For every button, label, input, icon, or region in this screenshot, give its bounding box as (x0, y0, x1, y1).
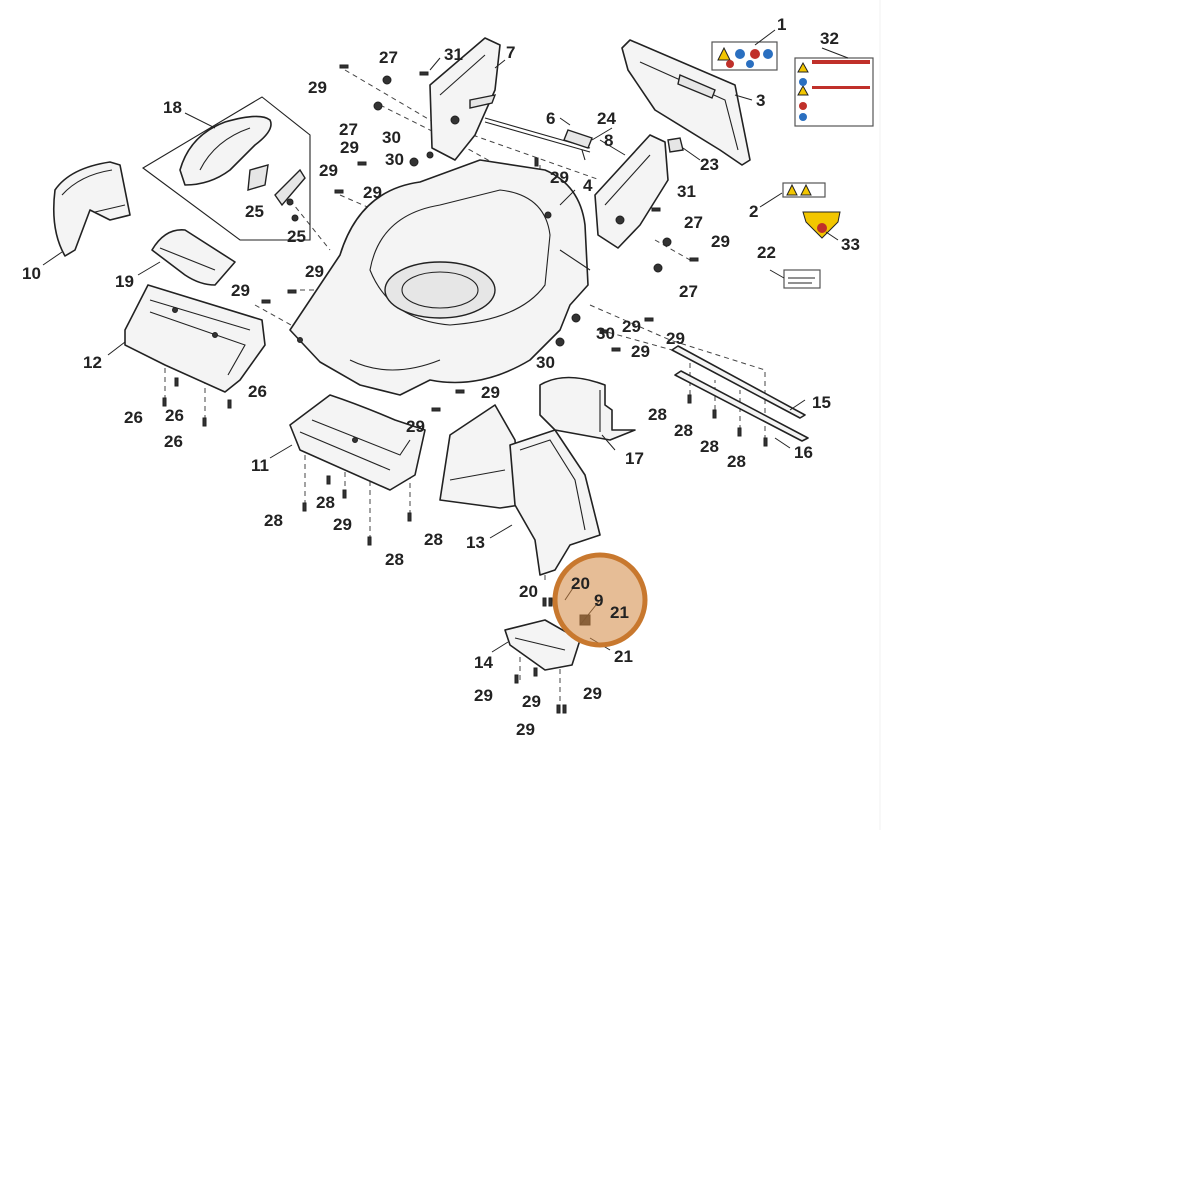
callout-19: 19 (115, 272, 134, 291)
part-12-front-cover (124, 284, 266, 393)
callout-labels: 1 32 3 7 31 27 29 18 27 30 29 30 29 29 6… (22, 15, 860, 739)
callout-16: 16 (794, 443, 813, 462)
callout-27c: 27 (684, 213, 703, 232)
callout-32: 32 (820, 29, 839, 48)
callout-29b: 29 (340, 138, 359, 157)
callout-28f: 28 (264, 511, 283, 530)
callout-29l: 29 (481, 383, 500, 402)
callout-29g: 29 (305, 262, 324, 281)
callout-22: 22 (757, 243, 776, 262)
callout-29r: 29 (516, 720, 535, 739)
part-7-handle-bracket-left (429, 37, 501, 161)
callout-6: 6 (546, 109, 555, 128)
callout-33: 33 (841, 235, 860, 254)
callout-28b: 28 (674, 421, 693, 440)
part-4-mower-deck (289, 159, 591, 396)
callout-26b: 26 (124, 408, 143, 427)
highlight-circle (552, 552, 648, 648)
callout-30c: 30 (596, 324, 615, 343)
sticker-1 (711, 41, 778, 71)
part-8-handle-bracket-right (594, 134, 669, 249)
callout-2: 2 (749, 202, 758, 221)
callout-4: 4 (583, 176, 593, 195)
callout-29k: 29 (631, 342, 650, 361)
callout-29m: 29 (406, 417, 425, 436)
part-18-group (142, 96, 311, 241)
part-11-axle-housing (289, 394, 426, 491)
callout-20b: 20 (519, 582, 538, 601)
callout-7: 7 (506, 43, 515, 62)
callout-9: 9 (594, 591, 603, 610)
callout-3: 3 (756, 91, 765, 110)
callout-29q: 29 (522, 692, 541, 711)
callout-28a: 28 (648, 405, 667, 424)
callout-17: 17 (625, 449, 644, 468)
part-rear-cover (52, 161, 131, 257)
callout-29j: 29 (666, 329, 685, 348)
callout-28h: 28 (385, 550, 404, 569)
callout-24: 24 (597, 109, 616, 128)
callout-29h: 29 (231, 281, 250, 300)
callout-15: 15 (812, 393, 831, 412)
callout-14: 14 (474, 653, 493, 672)
callout-29c: 29 (319, 161, 338, 180)
callout-28c: 28 (700, 437, 719, 456)
part-3-rear-flap (621, 39, 751, 166)
sticker-22 (783, 269, 821, 289)
callout-23: 23 (700, 155, 719, 174)
callout-18: 18 (163, 98, 182, 117)
callout-27d: 27 (679, 282, 698, 301)
callout-10: 10 (22, 264, 41, 283)
callout-28e: 28 (316, 493, 335, 512)
callout-21a: 21 (610, 603, 629, 622)
callout-20a: 20 (571, 574, 590, 593)
callout-26d: 26 (164, 432, 183, 451)
callout-25a: 25 (245, 202, 264, 221)
part-13-chute (439, 404, 601, 576)
callout-25b: 25 (287, 227, 306, 246)
callout-29p: 29 (474, 686, 493, 705)
callout-28d: 28 (727, 452, 746, 471)
callout-31b: 31 (677, 182, 696, 201)
callout-13: 13 (466, 533, 485, 552)
callout-30d: 30 (536, 353, 555, 372)
callout-11: 11 (251, 456, 269, 475)
part-14-plate (504, 619, 581, 671)
part-23-clip (667, 137, 684, 153)
callout-29a: 29 (308, 78, 327, 97)
part-16-strip (674, 370, 809, 442)
callout-29n: 29 (333, 515, 352, 534)
callout-26c: 26 (165, 406, 184, 425)
part-19-pad (151, 229, 236, 286)
part-24-spring (563, 129, 593, 161)
callout-27b: 27 (339, 120, 358, 139)
callout-30b: 30 (385, 150, 404, 169)
callout-12: 12 (83, 353, 102, 372)
sticker-2 (782, 182, 826, 198)
callout-29e: 29 (550, 168, 569, 187)
callout-8: 8 (604, 131, 613, 150)
callout-1: 1 (777, 15, 786, 34)
part-17-side-deflector (539, 376, 636, 441)
sticker-33 (802, 211, 841, 239)
callout-26a: 26 (248, 382, 267, 401)
callout-21b: 21 (614, 647, 633, 666)
callout-29i: 29 (622, 317, 641, 336)
callout-31a: 31 (444, 45, 463, 64)
callout-29d: 29 (363, 183, 382, 202)
callout-29o: 29 (583, 684, 602, 703)
sticker-32 (794, 57, 874, 127)
callout-27a: 27 (379, 48, 398, 67)
part-15-strip (671, 345, 806, 419)
callout-29f: 29 (711, 232, 730, 251)
callout-28g: 28 (424, 530, 443, 549)
callout-30a: 30 (382, 128, 401, 147)
